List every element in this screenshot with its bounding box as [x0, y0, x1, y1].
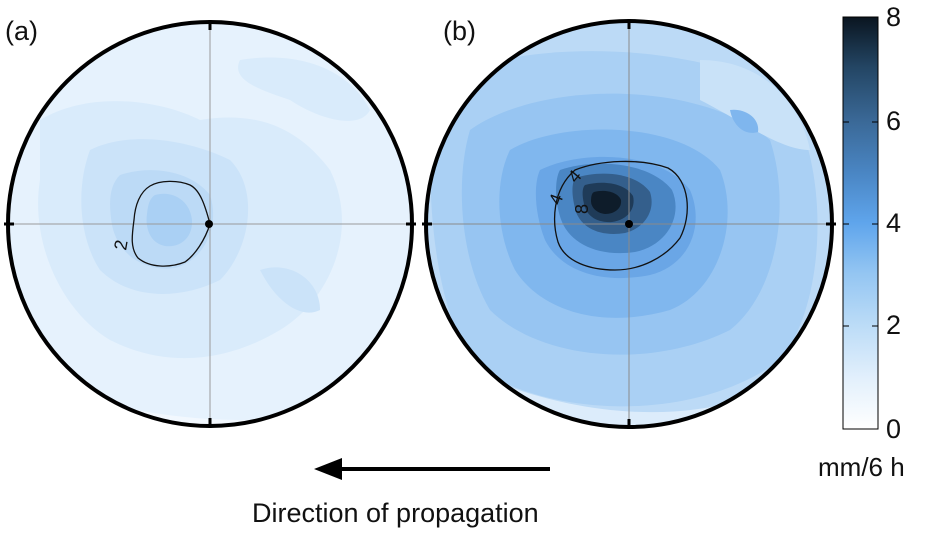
colorbar-tick-0: 0	[886, 414, 902, 444]
colorbar-tick-8: 8	[886, 2, 902, 32]
colorbar-tick-4: 4	[886, 208, 902, 238]
panel-b-label: (b)	[443, 16, 476, 46]
colorbar-tick-6: 6	[886, 106, 902, 136]
panel-b-center-marker	[625, 220, 633, 228]
colorbar	[842, 16, 879, 430]
propagation-caption: Direction of propagation	[252, 498, 539, 528]
panel-a-label: (a)	[5, 16, 38, 46]
panel-a-field	[8, 22, 412, 426]
panel-a: 2	[4, 20, 416, 428]
panel-b-field	[426, 21, 832, 427]
colorbar-tick-2: 2	[886, 310, 902, 340]
colorbar-unit-label: mm/6 h	[818, 452, 905, 482]
panel-a-contour-label-2: 2	[110, 238, 131, 251]
panel-a-center-marker	[205, 220, 213, 228]
panel-b-contour-label-8: 8	[572, 204, 592, 214]
panel-b: 4 4 8	[422, 19, 836, 429]
propagation-arrow	[314, 458, 550, 480]
